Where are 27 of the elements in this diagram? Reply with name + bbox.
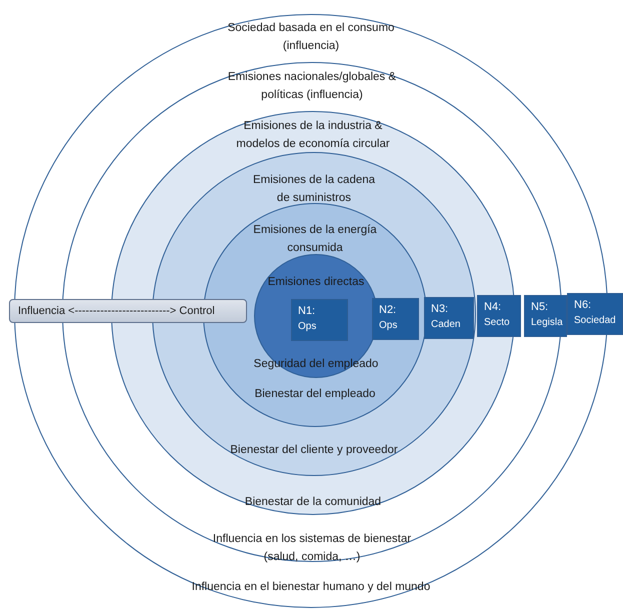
level-code: N4: (484, 300, 502, 315)
ring-label: Sociedad basada en el consumo (influencia) (226, 21, 396, 54)
ring-label: Bienestar del cliente y proveedor (229, 443, 399, 458)
level-box (424, 297, 474, 339)
level-box (372, 298, 419, 340)
ring-label: Emisiones de la energía consumida (252, 223, 378, 256)
level-box (567, 293, 623, 335)
level-code: N5: (531, 300, 550, 315)
level-code: N3: (431, 302, 450, 317)
level-box (524, 295, 567, 337)
level-code: N1: (298, 304, 316, 319)
ring-label: Bienestar de la comunidad (244, 495, 382, 510)
scale-label: Influencia <--------------------------> Control (18, 304, 215, 319)
level-label: Ops (298, 320, 318, 334)
level-box (291, 299, 348, 341)
ring-label: Emisiones de la cadena de suministros (252, 173, 376, 206)
scale-bar (9, 299, 247, 323)
level-code: N2: (379, 303, 398, 318)
level-label: Sociedad (574, 314, 616, 328)
ring-label: Emisiones directas (266, 275, 366, 290)
level-box (477, 295, 521, 337)
level-label: Caden (431, 318, 462, 332)
level-label: Secto (484, 316, 511, 330)
level-code: N6: (574, 298, 592, 313)
ring-label: Emisiones de la industria & modelos de economía circular (235, 119, 391, 152)
level-label: Ops (379, 319, 398, 333)
ring-label: Bienestar del empleado (254, 387, 376, 402)
